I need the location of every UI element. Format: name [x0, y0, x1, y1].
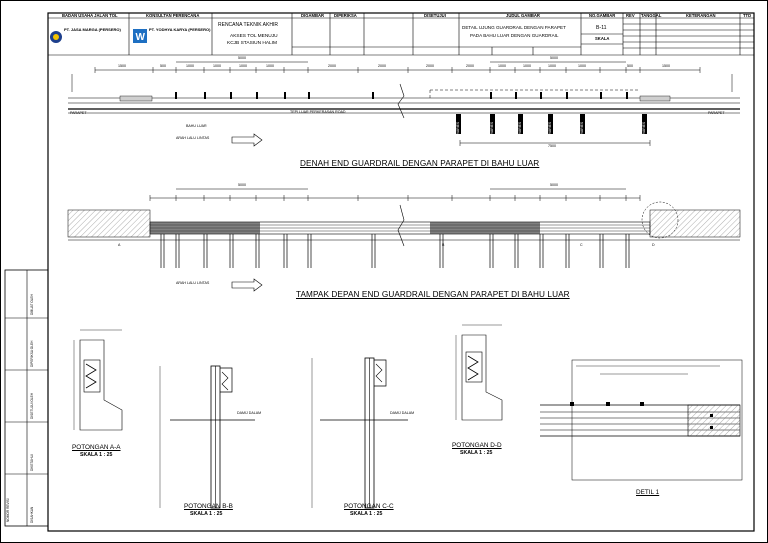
section-c-title: POTONGAN C-C — [344, 503, 394, 510]
consultant-header: KONSULTAN PERENCANA — [146, 13, 200, 18]
plan-dim: 1000 — [239, 64, 247, 68]
parapet-left-label: PARAPET — [70, 111, 87, 115]
varies-label: VARIES — [580, 121, 584, 134]
rev-header: REV — [626, 13, 635, 18]
plan-dim: 1000 — [498, 64, 506, 68]
plan-dim: 1000 — [548, 64, 556, 68]
margin-box-2: DIPERIKSA OLEH — [30, 340, 34, 367]
plan-dim: 1000 — [578, 64, 586, 68]
section-c-scale: SKALA 1 : 25 — [350, 511, 383, 517]
margin-box-3: DISETUJUI OLEH — [30, 392, 34, 419]
plan-type: RENCANA TEKNIK AKHIR — [218, 22, 278, 28]
section-mark-a: A — [118, 243, 121, 247]
varies-label: VARIES — [548, 121, 552, 134]
remarks-header: KETERANGAN — [686, 13, 716, 18]
plan-dim: 1000 — [213, 64, 221, 68]
traffic-direction-elev: ARAH LALU LINTAS — [176, 281, 210, 285]
date-header: TANGGAL — [641, 13, 662, 18]
road-edge-label: TEPI LUAR PERKERASAN ROAD — [290, 110, 346, 114]
section-b-scale: SKALA 1 : 25 — [190, 511, 223, 517]
plan-dim: 2000 — [426, 64, 434, 68]
sheet-no-header: NO.GAMBAR — [589, 13, 616, 18]
yodhya-logo — [133, 29, 147, 43]
section-d-scale: SKALA 1 : 25 — [460, 450, 493, 456]
revision-label: NOMOR REVISI — [6, 498, 10, 522]
section-d-title: POTONGAN D-D — [452, 442, 502, 449]
varies-label: VARIES — [490, 121, 494, 134]
section-mark-d: D — [652, 243, 655, 247]
section-a-title: POTONGAN A-A — [72, 444, 121, 451]
dim-7500: 7500 — [548, 144, 556, 148]
plan-dim: 500 — [160, 64, 166, 68]
plan-dim: 1000 — [186, 64, 194, 68]
margin-box-5: DISAHKAN — [30, 506, 34, 523]
plan-dim: 1500 — [118, 64, 126, 68]
owner-header: BADAN USAHA JALAN TOL — [62, 13, 118, 18]
plan-view-title: DENAH END GUARDRAIL DENGAN PARAPET DI BA… — [300, 159, 540, 168]
project-line2: KCJB STASIUN HALIM — [227, 41, 278, 46]
ttd-header: TTD — [743, 13, 752, 18]
elev-overall-left: 5000 — [238, 183, 246, 187]
plan-overall-left: 5000 — [238, 56, 246, 60]
elev-overall-right: 5000 — [550, 183, 558, 187]
plan-dim: 1000 — [266, 64, 274, 68]
svg-text:W: W — [136, 32, 146, 43]
section-mark-c: C — [580, 243, 583, 247]
plan-dim: 2000 — [466, 64, 474, 68]
plan-overall-right: 5000 — [550, 56, 558, 60]
sheet-no: B-11 — [596, 25, 607, 31]
ground-level-c: DAMIJ DALAM — [390, 411, 415, 415]
bahu-luar-label: BAHU LUAR — [186, 124, 207, 128]
plan-dim: 1500 — [662, 64, 670, 68]
drawing-title-line2: PADA BAHU LUAR DENGAN GUARDRAIL — [470, 33, 559, 38]
project-line1: AKSES TOL MENUJU — [230, 34, 278, 39]
margin-box-1: DIBUAT OLEH — [30, 294, 34, 315]
scale-label: SKALA — [595, 36, 610, 41]
varies-label: VARIES — [518, 121, 522, 134]
plan-dim: 500 — [627, 64, 633, 68]
drawing-title-header: JUDUL GAMBAR — [506, 13, 540, 18]
section-a-scale: SKALA 1 : 25 — [80, 452, 113, 458]
plan-dim: 1000 — [523, 64, 531, 68]
varies-label: VARIES — [456, 121, 460, 134]
traffic-direction-plan: ARAH LALU LINTAS — [176, 136, 210, 140]
disetujui-label: DISETUJUI — [424, 13, 446, 18]
plan-dim: 2000 — [328, 64, 336, 68]
section-mark-b: B — [442, 243, 445, 247]
detail-1-title: DETIL 1 — [636, 489, 660, 496]
margin-box-4: DIKETAHUI — [30, 454, 34, 471]
digambar-label: DIGAMBAR — [301, 13, 325, 18]
section-b-title: POTONGAN B-B — [184, 503, 233, 510]
ground-level-b: DAMIJ DALAM — [237, 411, 262, 415]
elevation-title: TAMPAK DEPAN END GUARDRAIL DENGAN PARAPE… — [296, 290, 570, 299]
plan-dim: 2000 — [378, 64, 386, 68]
consultant-name: PT. YODHYA KARYA (PERSERO) — [149, 27, 211, 32]
parapet-right-label: PARAPET — [708, 111, 725, 115]
drawing-title-line1: DETAIL UJUNG GUARDRAIL DENGAN PARAPET — [462, 25, 566, 30]
diperiksa-label: DIPERIKSA — [334, 13, 357, 18]
varies-label: VARIES — [642, 121, 646, 134]
owner-name: PT. JASA MARGA (PERSERO) — [64, 27, 121, 32]
